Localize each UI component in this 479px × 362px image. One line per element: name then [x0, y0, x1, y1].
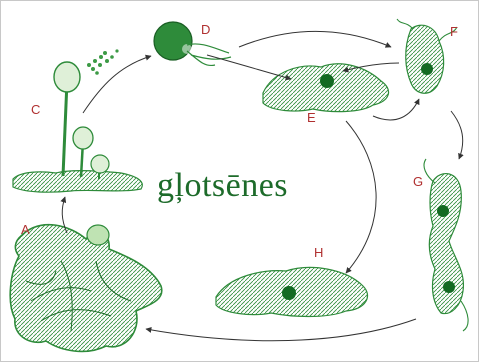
label-f: F: [450, 25, 458, 38]
arrow-c-to-d: [83, 56, 151, 113]
stage-c-fruiting-bodies: [13, 49, 142, 192]
label-d: D: [201, 23, 210, 36]
label-e: E: [307, 111, 316, 124]
arrow-e-to-h: [346, 121, 376, 273]
label-c: C: [31, 103, 40, 116]
label-a: A: [21, 223, 30, 236]
stage-g-fusion: [424, 159, 468, 331]
stage-h-zygote: [216, 267, 368, 316]
label-h: H: [314, 246, 323, 259]
stage-e-amoeba: [263, 64, 389, 112]
stage-f-swarm-cell: [397, 19, 457, 93]
stage-a-plasmodium: [10, 225, 162, 352]
arrow-g-to-a: [146, 319, 416, 341]
diagram-title: gļotsēnes: [157, 169, 288, 203]
arrow-d-to-e: [207, 55, 291, 79]
arrow-f-to-g: [451, 111, 463, 159]
arrow-d-to-f: [239, 31, 391, 47]
label-g: G: [413, 175, 423, 188]
